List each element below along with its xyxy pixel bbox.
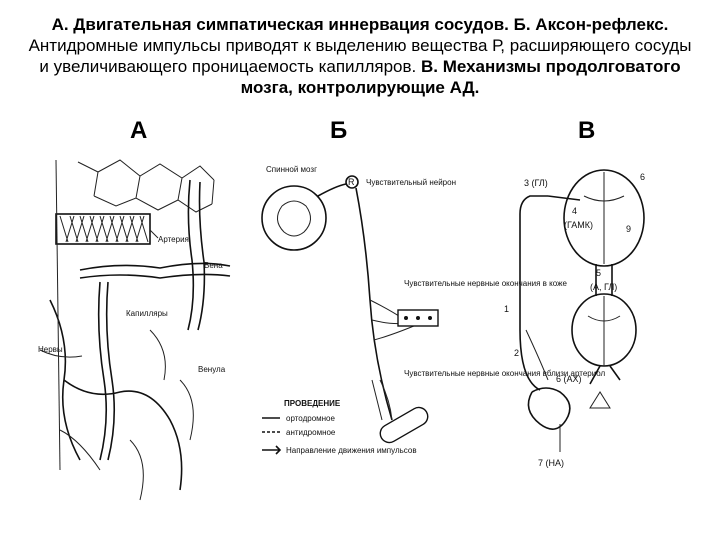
label-capillaries: Капилляры [126, 309, 168, 318]
label-venule: Венула [198, 365, 226, 374]
label-7-na: 7 (НА) [538, 458, 564, 468]
label-6-ah: 6 (АХ) [556, 374, 582, 384]
panel-v-drawing: 3 (ГЛ) 6 4 (ГАМК) 9 5 (А, ГЛ) 1 2 6 (АХ)… [504, 170, 645, 468]
label-skin-endings: Чувствительные нервные окончания в коже [404, 279, 567, 288]
legend-antidromic: антидромное [286, 428, 336, 437]
label-gamk: (ГАМК) [564, 220, 593, 230]
label-2: 2 [514, 348, 519, 358]
label-a-gl: (А, ГЛ) [590, 282, 617, 292]
legend-title: ПРОВЕДЕНИЕ [284, 399, 341, 408]
label-node: R [348, 177, 355, 187]
panel-b-drawing: Спинной мозг R Чувствительный нейрон Чув… [262, 165, 605, 455]
panel-letter-b: Б [330, 117, 347, 144]
vessel-triangle [590, 392, 610, 408]
label-1: 1 [504, 304, 509, 314]
panel-letter-a: А [130, 117, 147, 144]
label-5: 5 [596, 268, 601, 278]
label-sensory-neuron: Чувствительный нейрон [366, 178, 456, 187]
legend-direction: Направление движения импульсов [286, 446, 417, 455]
legend-orthodromic: ортодромное [286, 414, 336, 423]
panel-letter-v: В [578, 117, 595, 144]
spinal-cord-section [262, 186, 326, 250]
label-4: 4 [572, 206, 577, 216]
label-nerves: Нервы [38, 345, 63, 354]
label-spinal-cord: Спинной мозг [266, 165, 317, 174]
arteriole-shape [377, 404, 431, 446]
label-artery: Артерия [158, 235, 189, 244]
label-3-gl: 3 (ГЛ) [524, 178, 548, 188]
label-6: 6 [640, 172, 645, 182]
panel-a-drawing: Артерия Вена Капилляры Нервы Венула [38, 160, 230, 500]
heart-shape [528, 388, 569, 429]
label-vein: Вена [204, 261, 223, 270]
label-9: 9 [626, 224, 631, 234]
